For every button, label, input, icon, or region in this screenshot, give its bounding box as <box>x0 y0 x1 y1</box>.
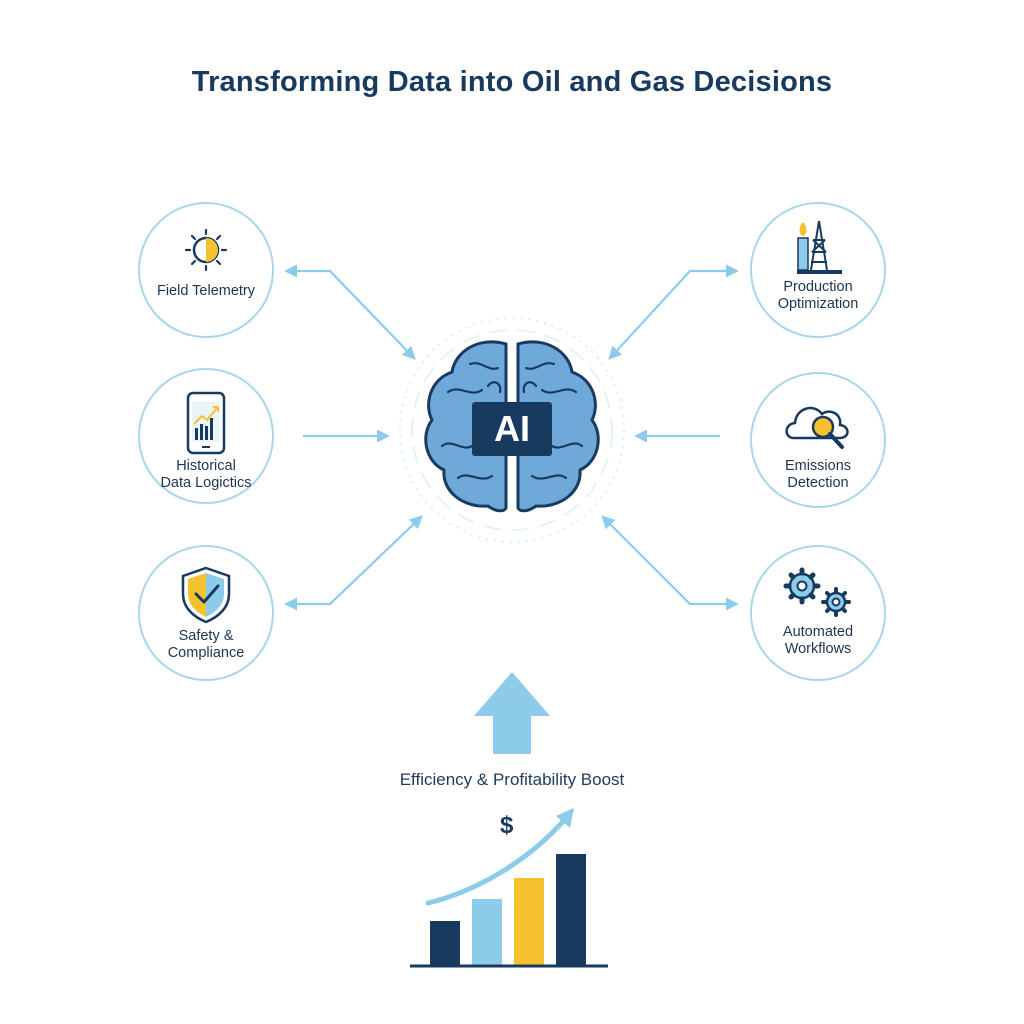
brain-glow-rings <box>399 317 625 543</box>
node-label-historical-data: Historical Data Logictics <box>160 458 252 491</box>
node-circle-workflows <box>750 545 886 681</box>
ai-label: AI <box>494 408 530 449</box>
node-label-field-telemetry: Field Telemetry <box>156 283 256 299</box>
brain-icon <box>424 340 600 513</box>
phone-chart-icon <box>186 391 226 455</box>
gears-icon <box>783 567 851 617</box>
growth-bar-2 <box>472 899 502 966</box>
connector-production <box>608 264 739 360</box>
node-label-production: Production Optimization <box>777 279 859 312</box>
up-arrow-icon <box>474 672 550 754</box>
growth-trend-arrow <box>425 815 569 906</box>
growth-bar-3 <box>514 878 544 966</box>
dollar-icon: $ <box>500 812 514 839</box>
connector-workflows <box>601 515 739 611</box>
cloud-search-icon <box>785 406 849 449</box>
node-circles <box>138 202 886 681</box>
growth-bar-chart <box>430 854 586 966</box>
node-circle-emissions <box>750 372 886 508</box>
shield-check-icon <box>181 566 231 624</box>
oil-rig-icon <box>797 220 842 274</box>
boost-label: Efficiency & Profitability Boost <box>399 770 625 789</box>
growth-bar-4 <box>556 854 586 966</box>
connector-safety <box>284 515 423 611</box>
node-label-safety: Safety & Compliance <box>167 628 245 661</box>
node-label-workflows: Automated Workflows <box>782 624 854 657</box>
growth-trend-arrowhead <box>556 808 574 828</box>
node-label-emissions: Emissions Detection <box>784 458 852 491</box>
sun-icon <box>184 228 228 272</box>
connector-field-telemetry <box>284 264 416 360</box>
growth-bar-1 <box>430 921 460 966</box>
page-title: Transforming Data into Oil and Gas Decis… <box>191 66 833 98</box>
connector-group <box>284 264 739 611</box>
